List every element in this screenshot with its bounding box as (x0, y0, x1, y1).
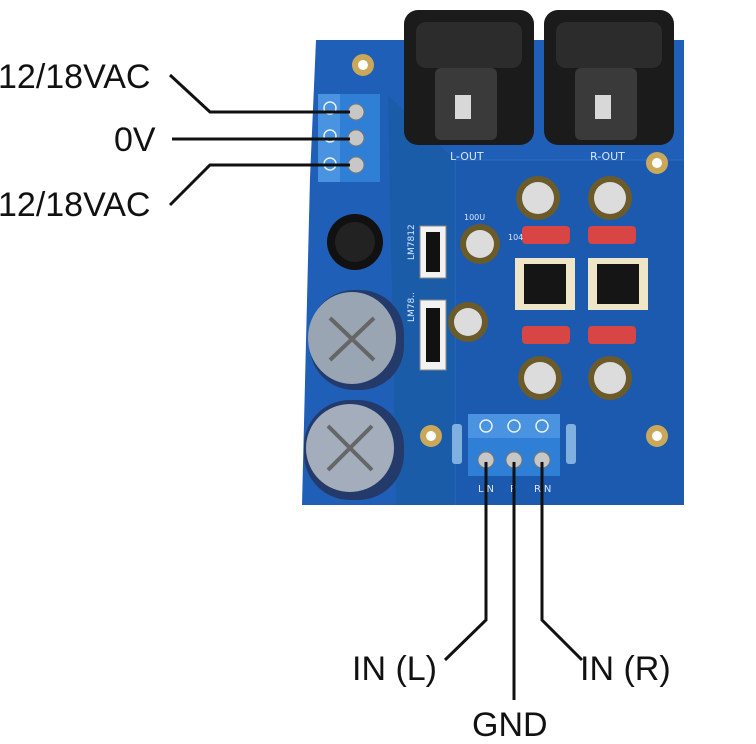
opamp-right-icon (588, 258, 648, 310)
mounting-hole-tl-icon (352, 54, 374, 76)
wire-in-right (540, 462, 584, 662)
electrolytic-cap-2-icon (588, 176, 632, 220)
label-ac-bottom: 12/18VAC (0, 186, 151, 224)
label-in-right: IN (R) (580, 650, 671, 688)
silk-cap-100u: 100U (464, 213, 485, 222)
silk-reg-neg: LM78.. (407, 292, 417, 322)
label-in-left: IN (L) (352, 650, 437, 688)
big-capacitor-bottom-icon (304, 400, 404, 500)
opamp-left-icon (515, 258, 575, 310)
label-gnd: GND (472, 706, 548, 744)
regulator-7812-icon (419, 225, 447, 279)
mounting-hole-ml-icon (420, 425, 442, 447)
silk-res-104: 104 (508, 233, 523, 242)
film-cap-2-icon (588, 226, 636, 244)
mounting-hole-br-icon (646, 425, 668, 447)
wires (168, 73, 584, 700)
film-cap-3-icon (522, 326, 570, 344)
silk-left-out: L-OUT (450, 150, 484, 163)
electrolytic-cap-6-icon (588, 356, 632, 400)
big-capacitor-top-icon (308, 290, 404, 390)
resistor-left-icon (452, 424, 462, 464)
label-ac-top: 12/18VAC (0, 58, 151, 96)
silk-right-out: R-OUT (590, 150, 625, 163)
resistor-right-icon (566, 424, 576, 464)
electrolytic-cap-1-icon (516, 176, 560, 220)
electrolytic-cap-4-icon (448, 302, 488, 342)
input-terminal-block-icon (468, 414, 560, 476)
wire-in-left (443, 462, 488, 662)
wire-ac-bottom (168, 163, 350, 207)
label-zero-v: 0V (114, 121, 156, 159)
mounting-hole-tr-icon (646, 152, 668, 174)
xlr-right-connector-icon (544, 10, 674, 145)
silk-reg-pos: LM7812 (407, 224, 417, 260)
regulator-7912-icon (419, 299, 447, 371)
film-cap-1-icon (522, 226, 570, 244)
film-cap-4-icon (588, 326, 636, 344)
electrolytic-cap-5-icon (518, 356, 562, 400)
small-black-capacitor-icon (327, 214, 383, 270)
wire-ac-top (168, 73, 350, 114)
electrolytic-cap-3-icon (460, 224, 500, 264)
xlr-left-connector-icon (404, 10, 534, 145)
